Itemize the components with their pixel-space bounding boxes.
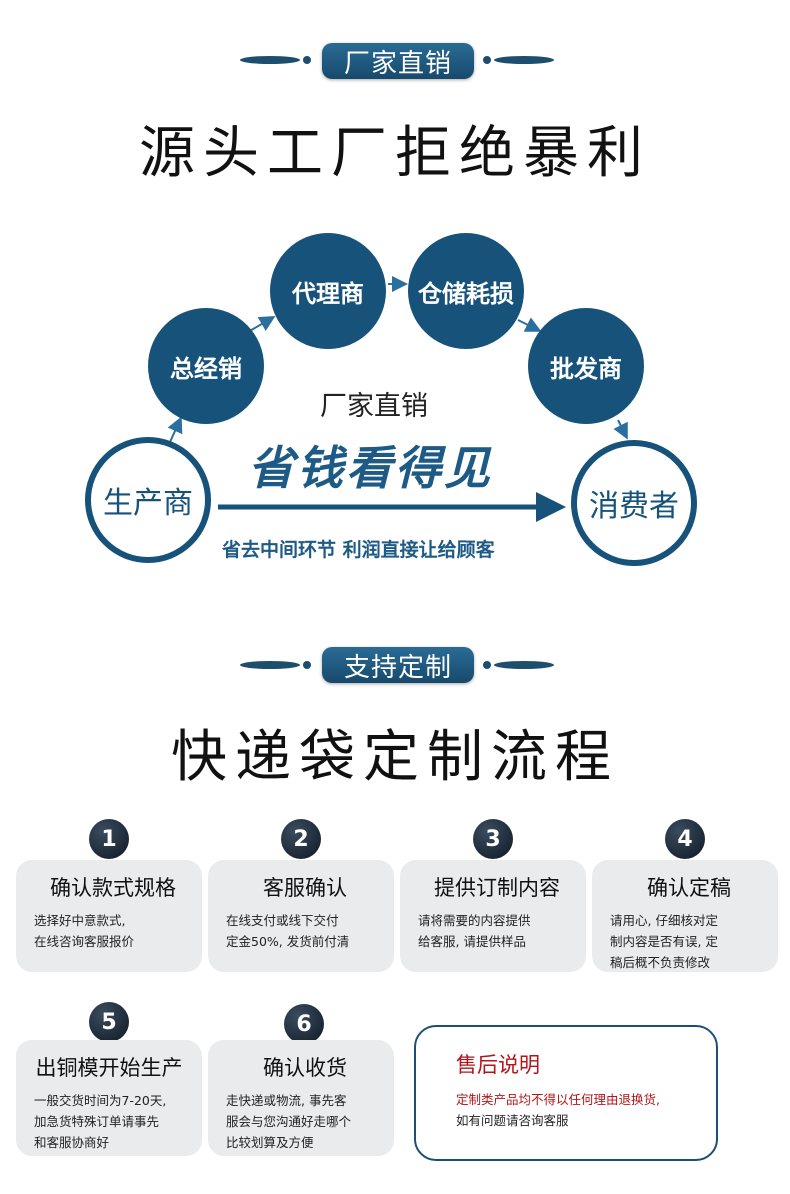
step-line: 制内容是否有误, 定 [610,934,718,949]
arrow-wholesaler-to-consumer [613,419,628,440]
center-label: 厂家直销 [320,391,428,422]
step-line: 请用心, 仔细核对定 [610,913,718,928]
step-line: 请将需要的内容提供 [418,913,531,928]
step-line: 在线咨询客服报价 [34,934,135,949]
step-number-3: 3 [473,819,513,859]
left-ornament-icon [240,56,311,64]
node-consumer: 消费者 [571,440,697,566]
node-consumer-label: 消费者 [589,489,679,524]
badge-label: 厂家直销 [343,48,452,79]
node-distributor-label: 总经销 [170,354,242,383]
after-sales-line-2: 如有问题请咨询客服 [456,1113,569,1128]
step-line: 一般交货时间为7-20天, [34,1093,167,1108]
node-storage-loss: 仓储耗损 [408,233,524,349]
step-line: 和客服协商好 [34,1135,110,1150]
right-ornament-icon [483,56,554,64]
step-title: 提供订制内容 [434,876,560,900]
step-line: 加急货特殊订单请事先 [34,1114,160,1129]
step-line: 服会与您沟通好走哪个 [226,1114,352,1129]
step-card-4: 确认定稿 请用心, 仔细核对定 制内容是否有误, 定 稿后概不负责修改 [592,860,778,972]
step-card-2: 客服确认 在线支付或线下交付 定金50%, 发货前付清 [208,860,394,972]
node-producer: 生产商 [85,437,211,563]
step-line: 定金50%, 发货前付清 [226,934,350,949]
step-title: 确认定稿 [647,876,731,900]
node-storage-label: 仓储耗损 [418,279,514,308]
factory-direct-badge: 厂家直销 [322,43,474,79]
step-number-4: 4 [665,819,705,859]
node-wholesaler: 批发商 [528,308,644,424]
after-sales-line-1: 定制类产品均不得以任何理由退换货, [456,1092,660,1107]
step-number-5: 5 [89,1002,129,1042]
step-title: 确认款式规格 [50,876,176,900]
step-line: 走快递或物流, 事先客 [226,1093,347,1108]
right-ornament-icon [483,661,554,669]
step-line: 在线支付或线下交付 [226,913,339,928]
step-card-5: 出铜模开始生产 一般交货时间为7-20天, 加急货特殊订单请事先 和客服协商好 [16,1040,202,1156]
step-line: 给客服, 请提供样品 [418,934,526,949]
step-title: 确认收货 [263,1056,347,1080]
step-title: 客服确认 [263,876,347,900]
slogan: 省钱看得见 [248,441,493,495]
arrow-distributor-to-agent [247,315,276,333]
node-agent-label: 代理商 [292,279,364,308]
page-title: 源头工厂拒绝暴利 [139,121,651,186]
badge-label: 支持定制 [343,652,452,683]
step-title: 出铜模开始生产 [35,1056,183,1080]
step-number-2: 2 [281,819,321,859]
step-line: 比较划算及方便 [226,1135,314,1150]
step-line: 稿后概不负责修改 [610,955,711,970]
node-agent: 代理商 [270,233,386,349]
step-number-1: 1 [89,819,129,859]
after-sales-title: 售后说明 [456,1053,540,1077]
node-general-distributor: 总经销 [148,308,264,424]
flow-arrows [167,276,628,522]
after-sales-notice: 售后说明 定制类产品均不得以任何理由退换货, 如有问题请咨询客服 [414,1025,718,1161]
arrow-storage-to-wholesaler [517,317,542,332]
tagline: 省去中间环节 利润直接让给顾客 [222,539,495,561]
section-title: 快递袋定制流程 [171,725,619,790]
step-card-1: 确认款式规格 选择好中意款式, 在线咨询客服报价 [16,860,202,972]
node-producer-label: 生产商 [103,486,193,521]
customization-badge: 支持定制 [322,647,474,683]
step-card-6: 确认收货 走快递或物流, 事先客 服会与您沟通好走哪个 比较划算及方便 [208,1040,394,1156]
node-wholesaler-label: 批发商 [550,354,622,383]
step-card-3: 提供订制内容 请将需要的内容提供 给客服, 请提供样品 [400,860,586,972]
left-ornament-icon [240,661,311,669]
arrow-producer-to-distributor [167,416,183,443]
step-number-6: 6 [284,1004,324,1044]
step-line: 选择好中意款式, [34,913,126,928]
